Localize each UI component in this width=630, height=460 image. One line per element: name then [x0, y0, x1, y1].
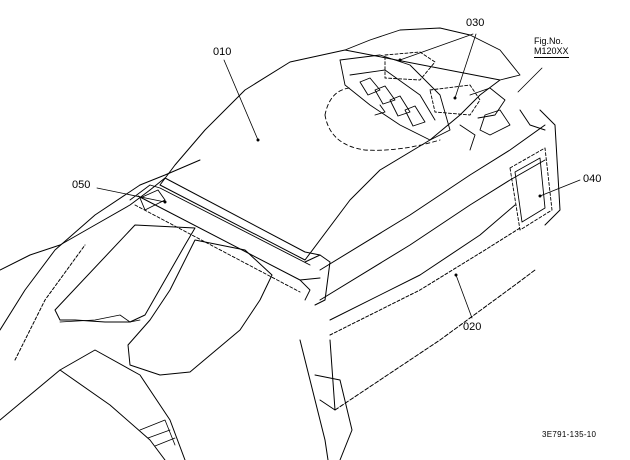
callout-040: 040 [583, 173, 602, 185]
callout-050: 050 [72, 179, 91, 191]
leader-030-a [399, 33, 474, 61]
windshield-panels [54, 224, 273, 376]
side-panel-outline [299, 109, 561, 460]
side-window [509, 147, 553, 231]
figure-number-block: Fig.No. M120XX [534, 36, 569, 58]
leader-030-b [454, 33, 477, 99]
leader-010 [223, 59, 259, 141]
front-gutter-strip [129, 184, 311, 301]
callout-010: 010 [213, 46, 232, 58]
document-number: 3E791-135-10 [542, 430, 597, 439]
leader-dots [163, 58, 542, 277]
roof-hatch [324, 27, 521, 151]
figure-label: Fig.No. [534, 36, 564, 46]
cab-body-outline [0, 159, 201, 460]
leader-020 [455, 274, 473, 319]
callout-020: 020 [463, 321, 482, 333]
figure-number: M120XX [534, 46, 569, 58]
step-detail [139, 419, 176, 447]
leader-fig [517, 67, 543, 93]
leader-050 [96, 187, 166, 203]
leader-lines [96, 33, 581, 319]
leader-040 [539, 179, 581, 197]
callout-030: 030 [466, 17, 485, 29]
